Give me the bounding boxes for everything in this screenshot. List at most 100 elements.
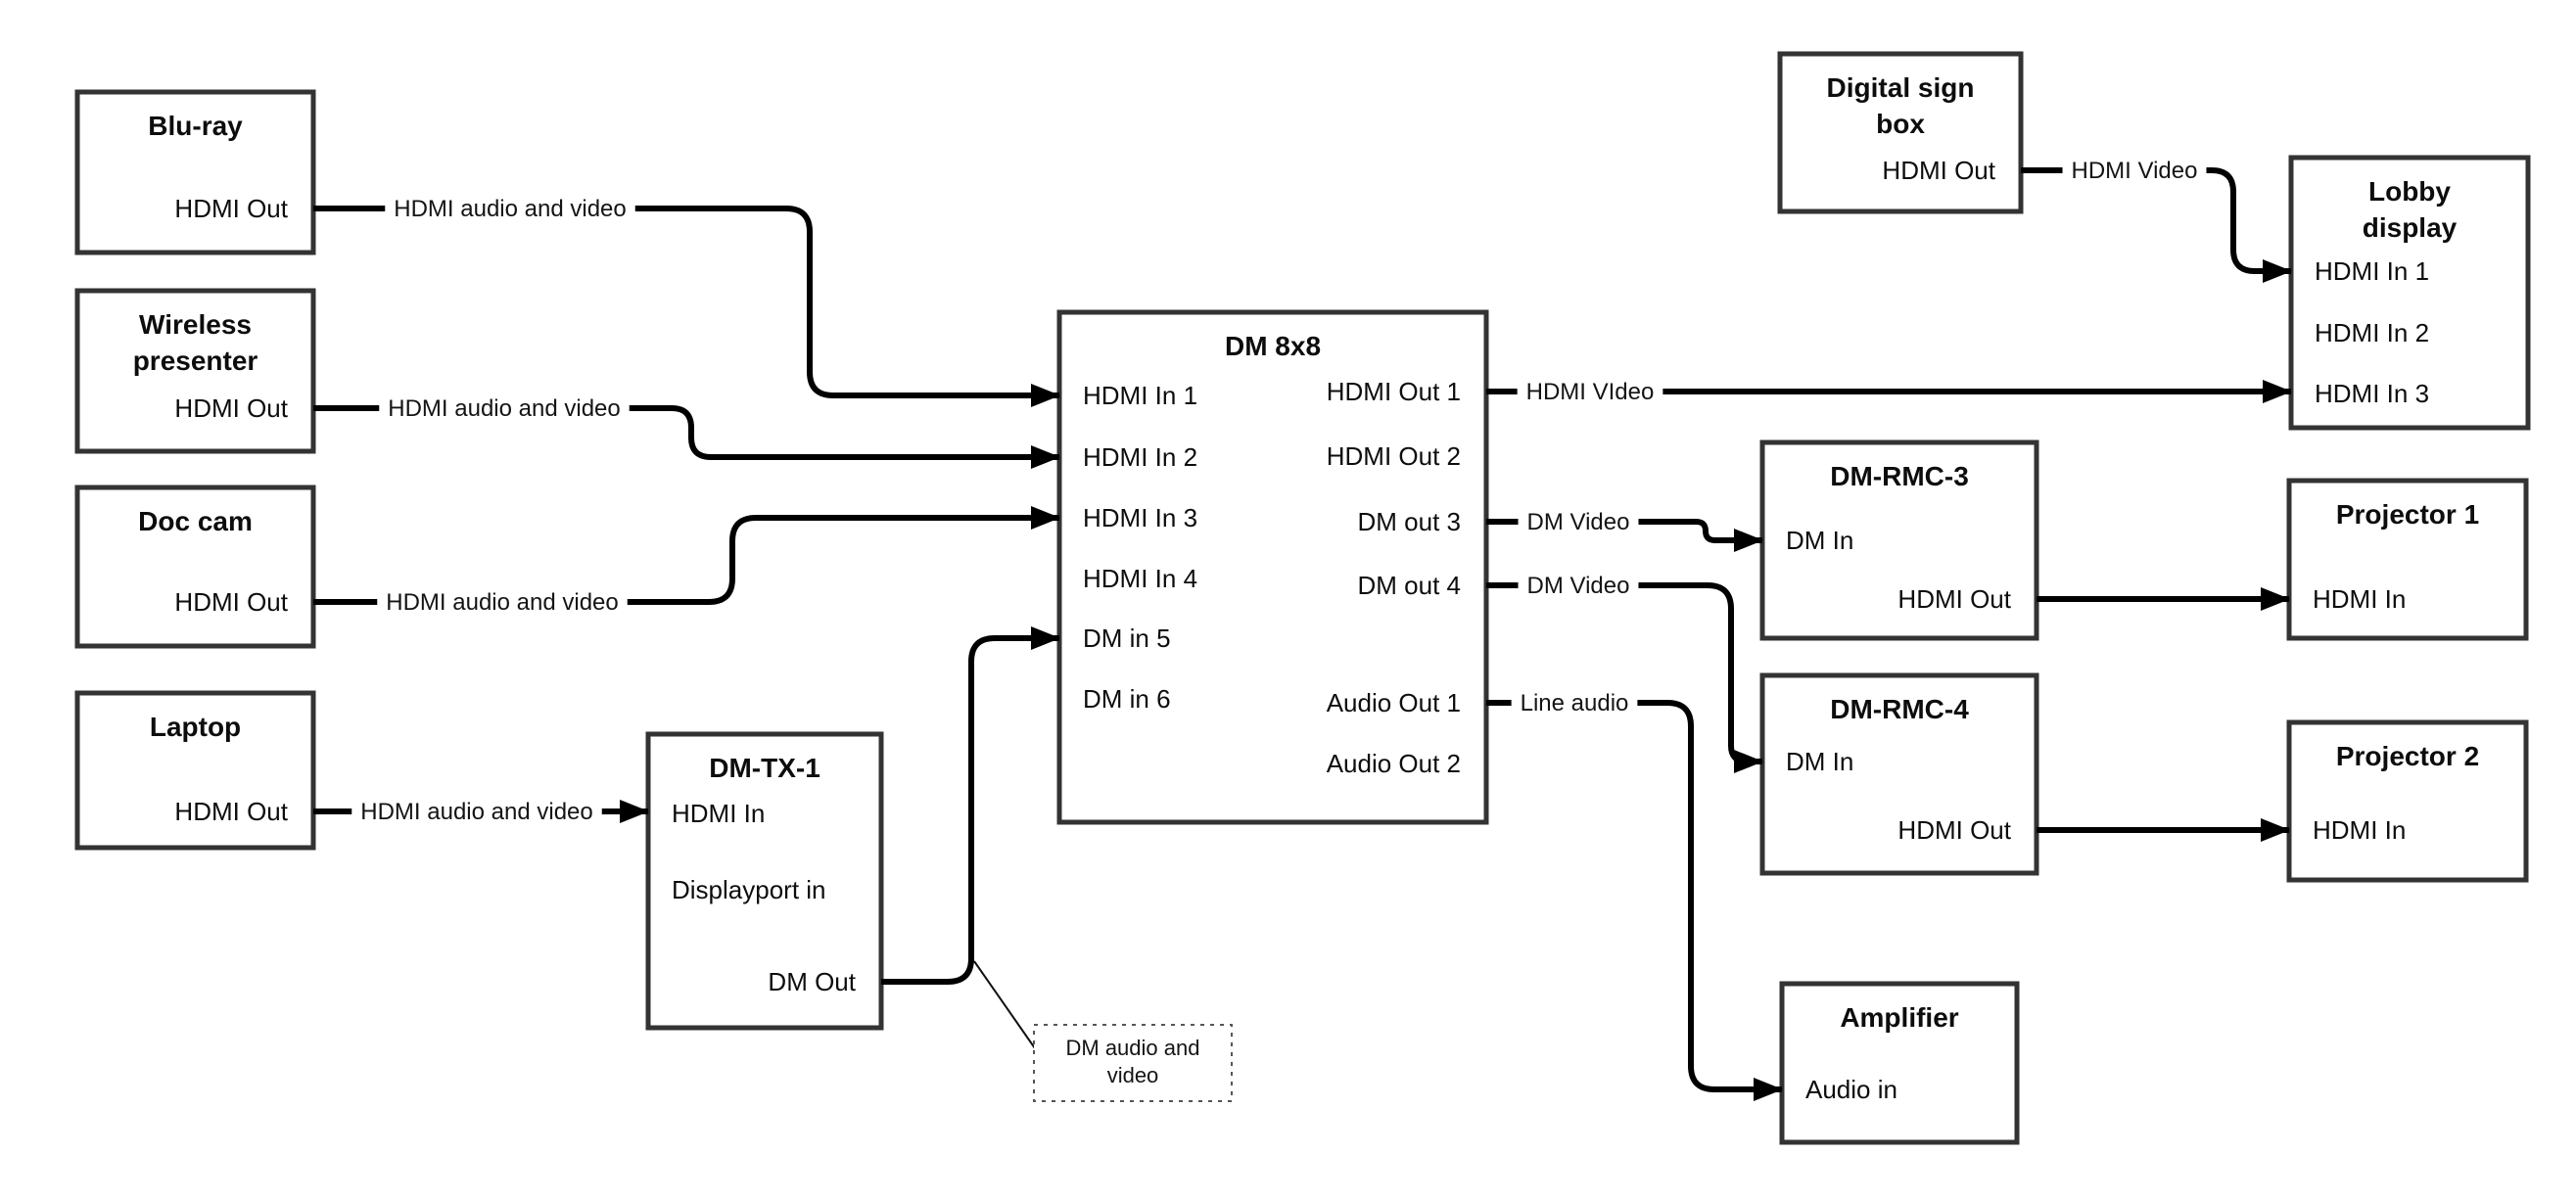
- note-text-line: DM audio and: [1066, 1036, 1200, 1060]
- node-title-lobby-display: display: [2363, 212, 2458, 243]
- connector-label-dm8x8-dmout4-to-rmc4: DM Video: [1527, 573, 1630, 599]
- connector-label-bg-dm8x8-out1-to-lobby-in3: [1517, 376, 1663, 407]
- port-label-dm-8x8: HDMI Out 2: [1327, 441, 1461, 471]
- port-label-projector-2: HDMI In: [2313, 815, 2406, 845]
- port-label-wireless-presenter: HDMI Out: [174, 393, 288, 423]
- node-title-digital-sign-box: box: [1876, 109, 1925, 139]
- node-box-projector-2: [2286, 719, 2529, 883]
- connector-label-dm8x8-out1-to-lobby-in3: HDMI VIdeo: [1526, 379, 1655, 405]
- connector-doc-cam-to-dm8x8-in3: [313, 506, 1060, 605]
- port-label-dm-rmc-3: DM In: [1786, 526, 1853, 555]
- port-label-dm-8x8: HDMI In 2: [1083, 442, 1197, 472]
- note-layer: DM audio and video: [973, 960, 1233, 1102]
- connector-label-bg-dm8x8-audioout1-to-amplifier: [1511, 687, 1638, 718]
- port-label-dm-8x8: DM in 5: [1083, 624, 1171, 653]
- node-title-dm-tx-1: DM-TX-1: [709, 753, 820, 783]
- node-box-laptop: [74, 690, 316, 851]
- connector-label-digital-sign-to-lobby-in1: HDMI Video: [2072, 158, 2198, 184]
- connector-dm-tx-1-to-dm8x8-in5: [881, 626, 1060, 985]
- connector-label-doc-cam-to-dm8x8-in3: HDMI audio and video: [386, 589, 618, 616]
- connector-digital-sign-to-lobby-in1: [2021, 167, 2292, 283]
- port-label-dm-tx-1: DM Out: [768, 967, 856, 996]
- node-title-dm-rmc-3: DM-RMC-3: [1830, 461, 1969, 491]
- connector-dm8x8-dmout4-to-rmc4: [1486, 582, 1763, 773]
- connector-label-bg-wireless-to-dm8x8-in2: [379, 393, 630, 424]
- note-leader-line: [973, 960, 1036, 1049]
- node-projector-1: Projector 1 HDMI In: [2286, 478, 2529, 641]
- port-label-dm-rmc-4: DM In: [1786, 747, 1853, 776]
- connector-label-bg-laptop-to-dm-tx-1: [351, 796, 602, 827]
- port-label-dm-tx-1: Displayport in: [672, 875, 826, 904]
- port-label-doc-cam: HDMI Out: [174, 587, 288, 617]
- port-label-blu-ray: HDMI Out: [174, 194, 288, 223]
- port-label-amplifier: Audio in: [1805, 1075, 1897, 1104]
- node-title-wireless-presenter: presenter: [133, 346, 258, 376]
- port-label-digital-sign-box: HDMI Out: [1882, 156, 1995, 185]
- connector-dm8x8-audioout1-to-amplifier: [1486, 700, 1783, 1101]
- note-text-line: video: [1107, 1063, 1159, 1087]
- port-label-dm-tx-1: HDMI In: [672, 799, 765, 828]
- port-label-laptop: HDMI Out: [174, 797, 288, 826]
- port-label-dm-rmc-3: HDMI Out: [1897, 584, 2011, 614]
- port-label-dm-8x8: HDMI In 4: [1083, 564, 1197, 593]
- port-label-lobby-display: HDMI In 2: [2315, 318, 2429, 347]
- connector-label-bg-doc-cam-to-dm8x8-in3: [377, 586, 628, 618]
- connector-label-wireless-to-dm8x8-in2: HDMI audio and video: [388, 395, 620, 422]
- node-box-dm-8x8: [1056, 309, 1489, 825]
- connector-blu-ray-to-dm8x8-in1: [313, 206, 1060, 407]
- connector-label-bg-dm8x8-dmout3-to-rmc3: [1518, 506, 1639, 537]
- node-box-wireless-presenter: [74, 288, 316, 454]
- node-projector-2: Projector 2 HDMI In: [2286, 719, 2529, 883]
- port-label-dm-8x8: DM out 3: [1358, 507, 1462, 536]
- port-label-projector-1: HDMI In: [2313, 584, 2406, 614]
- node-title-projector-2: Projector 2: [2336, 741, 2479, 771]
- node-title-amplifier: Amplifier: [1840, 1002, 1958, 1033]
- node-box-projector-1: [2286, 478, 2529, 641]
- node-box-amplifier: [1779, 981, 2020, 1145]
- connector-label-bg-blu-ray-to-dm8x8-in1: [385, 193, 635, 224]
- node-title-projector-1: Projector 1: [2336, 499, 2479, 530]
- node-dm-rmc-3: DM-RMC-3 DM In HDMI Out: [1759, 439, 2039, 641]
- node-title-laptop: Laptop: [150, 712, 241, 742]
- node-title-lobby-display: Lobby: [2368, 176, 2451, 207]
- node-box-dm-tx-1: [645, 731, 884, 1031]
- node-box-doc-cam: [74, 485, 316, 649]
- connector-label-dm8x8-audioout1-to-amplifier: Line audio: [1521, 690, 1629, 716]
- node-box-digital-sign-box: [1777, 51, 2024, 214]
- port-label-dm-8x8: Audio Out 1: [1327, 688, 1461, 717]
- node-title-wireless-presenter: Wireless: [139, 309, 252, 340]
- node-title-dm-8x8: DM 8x8: [1225, 331, 1321, 361]
- port-label-dm-8x8: DM out 4: [1358, 571, 1462, 600]
- connector-label-bg-dm8x8-dmout4-to-rmc4: [1518, 570, 1639, 601]
- port-label-dm-8x8: HDMI In 1: [1083, 381, 1197, 410]
- node-box-dm-rmc-4: [1759, 672, 2039, 876]
- node-title-doc-cam: Doc cam: [138, 506, 253, 536]
- node-title-digital-sign-box: Digital sign: [1827, 72, 1975, 103]
- connector-wireless-to-dm8x8-in2: [313, 405, 1060, 469]
- connector-label-blu-ray-to-dm8x8-in1: HDMI audio and video: [394, 196, 626, 222]
- connector-label-dm8x8-dmout3-to-rmc3: DM Video: [1527, 509, 1630, 535]
- port-label-dm-8x8: DM in 6: [1083, 684, 1171, 714]
- port-label-lobby-display: HDMI In 3: [2315, 379, 2429, 408]
- port-label-lobby-display: HDMI In 1: [2315, 256, 2429, 286]
- port-label-dm-8x8: HDMI Out 1: [1327, 377, 1461, 406]
- node-box-dm-rmc-3: [1759, 439, 2039, 641]
- note-box: [1033, 1024, 1233, 1102]
- node-box-blu-ray: [74, 89, 316, 255]
- port-label-dm-8x8: Audio Out 2: [1327, 749, 1461, 778]
- node-title-dm-rmc-4: DM-RMC-4: [1830, 694, 1969, 724]
